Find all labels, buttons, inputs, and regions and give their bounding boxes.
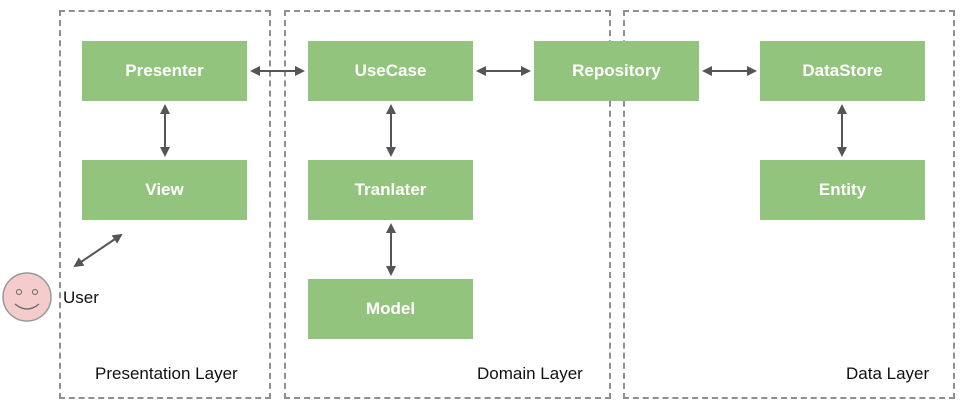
smiley-face-icon [2, 272, 52, 322]
domain-layer [284, 10, 611, 399]
entity-box: Entity [760, 160, 925, 220]
datastore-box: DataStore [760, 41, 925, 101]
data-layer-label: Data Layer [846, 364, 930, 383]
presentation-layer-label: Presentation Layer [95, 364, 238, 383]
view-box: View [82, 160, 247, 220]
user-view-arrow [73, 233, 123, 268]
repository-box: Repository [534, 41, 699, 101]
domain-layer-label: Domain Layer [477, 364, 583, 383]
data-layer [623, 10, 955, 399]
user-label: User [63, 288, 99, 307]
presentation-layer [59, 10, 271, 399]
usecase-box: UseCase [308, 41, 473, 101]
model-box: Model [308, 279, 473, 339]
translater-box: Tranlater [308, 160, 473, 220]
presenter-box: Presenter [82, 41, 247, 101]
